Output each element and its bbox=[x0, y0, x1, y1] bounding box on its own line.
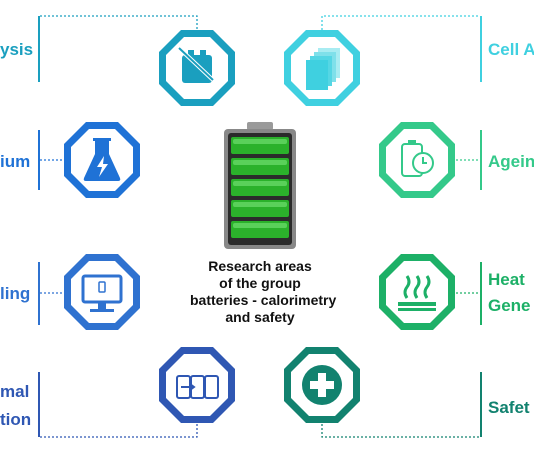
battery-analysis-icon bbox=[159, 30, 235, 106]
center-line-1: Research areas bbox=[208, 258, 312, 274]
safety-plus-icon bbox=[284, 347, 360, 423]
center-title: Research areas of the group batteries - … bbox=[190, 258, 337, 326]
battery-ageing-icon bbox=[379, 122, 455, 198]
label-left-4b: tion bbox=[0, 410, 32, 429]
label-right-3b: Gene bbox=[488, 296, 531, 315]
center-line-2: of the group bbox=[219, 275, 301, 291]
connector-left1 bbox=[40, 15, 198, 30]
center-line-3: batteries - calorimetry bbox=[190, 292, 337, 308]
connector-right1 bbox=[321, 15, 480, 30]
flask-icon bbox=[64, 122, 140, 198]
label-left-1: ysis bbox=[0, 40, 34, 59]
center-line-4: and safety bbox=[225, 309, 295, 325]
label-right-2: Agein bbox=[488, 152, 534, 171]
monitor-icon bbox=[64, 254, 140, 330]
label-right-4: Safet bbox=[488, 398, 530, 417]
label-left-3: ling bbox=[0, 284, 31, 303]
heat-generation-icon bbox=[379, 254, 455, 330]
thermal-cells-icon bbox=[159, 347, 235, 423]
connector-right4 bbox=[321, 420, 480, 438]
connector-left4 bbox=[40, 420, 198, 438]
label-left-2: ium bbox=[0, 152, 31, 171]
label-left-4a: mal bbox=[0, 382, 30, 401]
center-battery-icon bbox=[224, 122, 296, 249]
label-right-1: Cell A bbox=[488, 40, 534, 59]
cell-assembly-icon bbox=[284, 30, 360, 106]
label-right-3a: Heat bbox=[488, 270, 525, 289]
